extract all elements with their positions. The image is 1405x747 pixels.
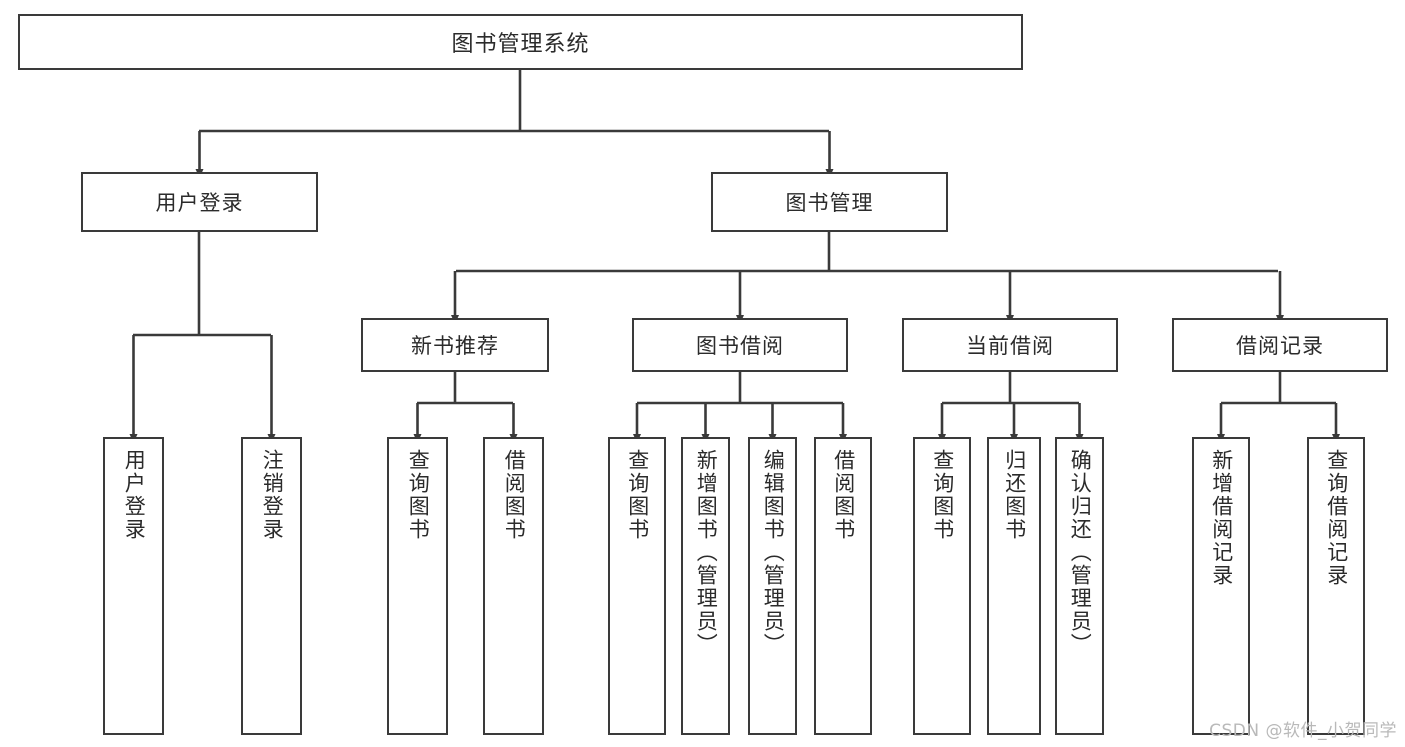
node-root-label: 图书管理系统 bbox=[451, 32, 590, 57]
leaf-user-logout[interactable]: 注销登录 bbox=[241, 437, 302, 735]
leaf-add-book-admin[interactable]: 新增图书（管理员） bbox=[681, 437, 730, 735]
node-new-book-recommend[interactable]: 新书推荐 bbox=[361, 318, 549, 372]
node-book-management-module[interactable]: 图书管理 bbox=[711, 172, 948, 232]
node-label: 注销登录 bbox=[260, 449, 285, 541]
node-current-borrow[interactable]: 当前借阅 bbox=[902, 318, 1118, 372]
leaf-borrow-book-newbook[interactable]: 借阅图书 bbox=[483, 437, 544, 735]
node-label: 新增借阅记录 bbox=[1209, 449, 1234, 587]
leaf-user-login[interactable]: 用户登录 bbox=[103, 437, 164, 735]
node-label: 确认归还（管理员） bbox=[1068, 449, 1093, 656]
node-label: 查询图书 bbox=[625, 449, 650, 541]
node-label: 归还图书 bbox=[1002, 449, 1027, 541]
node-label: 查询借阅记录 bbox=[1324, 449, 1349, 587]
node-label: 查询图书 bbox=[930, 449, 955, 541]
node-label: 当前借阅 bbox=[966, 334, 1054, 358]
node-label: 借阅记录 bbox=[1236, 334, 1324, 358]
node-root[interactable]: 图书管理系统 bbox=[18, 14, 1023, 70]
leaf-confirm-return-admin[interactable]: 确认归还（管理员） bbox=[1055, 437, 1104, 735]
node-label: 用户登录 bbox=[155, 191, 244, 215]
leaf-query-book-newbook[interactable]: 查询图书 bbox=[387, 437, 448, 735]
leaf-query-book-current[interactable]: 查询图书 bbox=[913, 437, 971, 735]
node-label: 编辑图书（管理员） bbox=[761, 449, 786, 656]
node-label: 借阅图书 bbox=[831, 449, 856, 541]
node-label: 借阅图书 bbox=[502, 449, 527, 541]
leaf-return-book[interactable]: 归还图书 bbox=[987, 437, 1041, 735]
node-book-borrow[interactable]: 图书借阅 bbox=[632, 318, 848, 372]
node-label: 新书推荐 bbox=[411, 334, 499, 358]
leaf-edit-book-admin[interactable]: 编辑图书（管理员） bbox=[748, 437, 797, 735]
watermark: CSDN @软件_小贺同学 bbox=[1209, 721, 1397, 741]
leaf-query-book-borrow[interactable]: 查询图书 bbox=[608, 437, 666, 735]
node-label: 新增图书（管理员） bbox=[694, 449, 719, 656]
leaf-borrow-book[interactable]: 借阅图书 bbox=[814, 437, 872, 735]
node-label: 图书借阅 bbox=[696, 334, 784, 358]
node-label: 查询图书 bbox=[406, 449, 431, 541]
node-borrow-record[interactable]: 借阅记录 bbox=[1172, 318, 1388, 372]
node-user-login-module[interactable]: 用户登录 bbox=[81, 172, 318, 232]
node-label: 图书管理 bbox=[785, 191, 874, 215]
leaf-query-borrow-record[interactable]: 查询借阅记录 bbox=[1307, 437, 1365, 735]
node-label: 用户登录 bbox=[122, 449, 147, 541]
leaf-add-borrow-record[interactable]: 新增借阅记录 bbox=[1192, 437, 1250, 735]
